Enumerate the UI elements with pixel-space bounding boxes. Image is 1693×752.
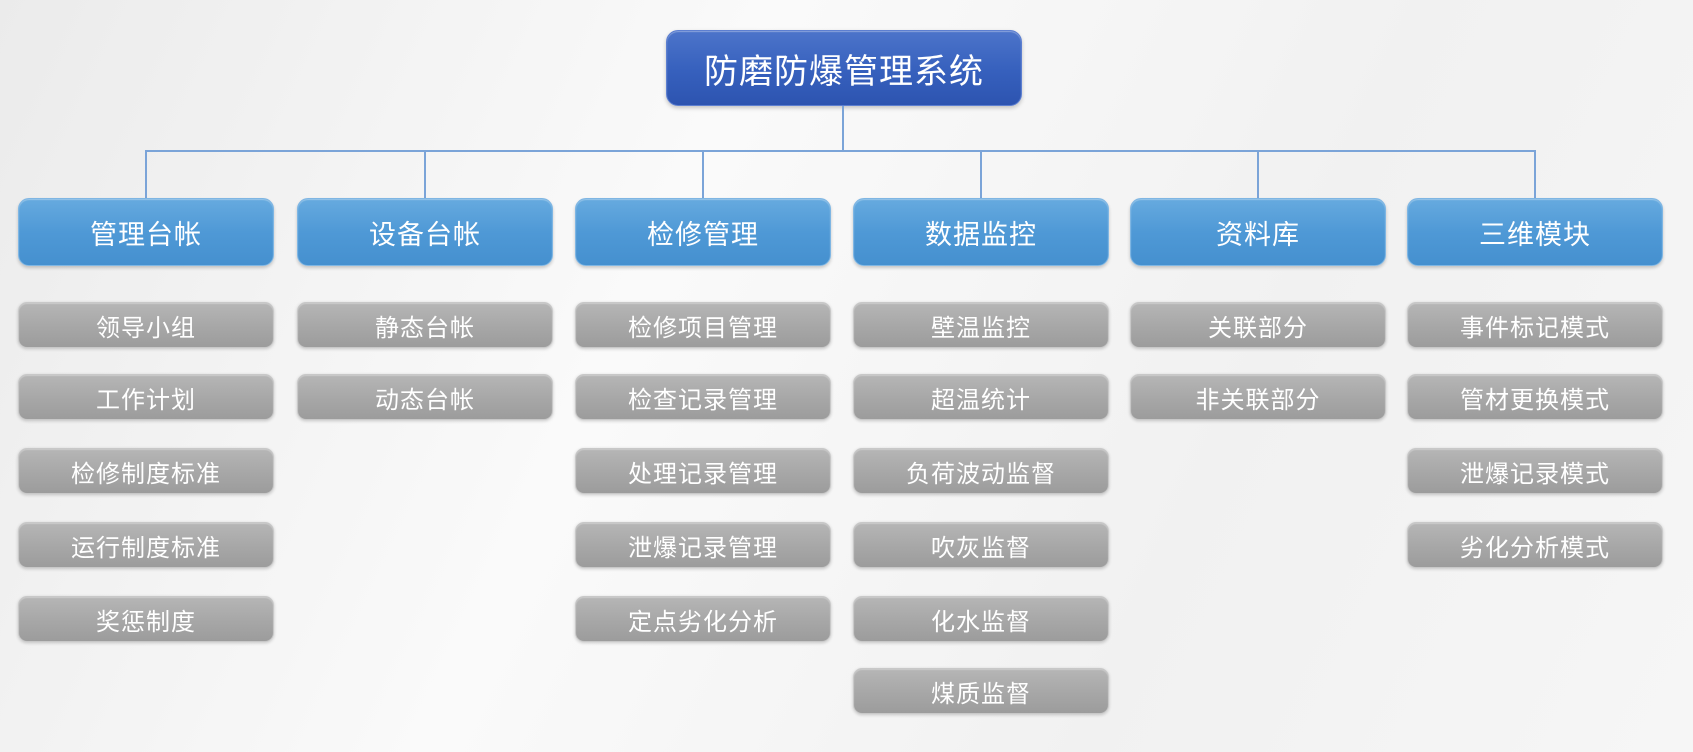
branch-header: 资料库: [1130, 198, 1386, 266]
leaf-item: 事件标记模式: [1407, 302, 1663, 348]
leaf-item: 关联部分: [1130, 302, 1386, 348]
connector-drop: [980, 151, 982, 198]
leaf-item: 运行制度标准: [18, 522, 274, 568]
connector-drop: [145, 151, 147, 198]
connector-drop: [1534, 151, 1536, 198]
connector-drop: [702, 151, 704, 198]
leaf-item: 处理记录管理: [575, 448, 831, 494]
leaf-item: 工作计划: [18, 374, 274, 420]
branch-header: 数据监控: [853, 198, 1109, 266]
connector-drop: [424, 151, 426, 198]
branch-header: 检修管理: [575, 198, 831, 266]
leaf-item: 奖惩制度: [18, 596, 274, 642]
leaf-item: 检修项目管理: [575, 302, 831, 348]
leaf-item: 负荷波动监督: [853, 448, 1109, 494]
leaf-item: 非关联部分: [1130, 374, 1386, 420]
branch-header: 设备台帐: [297, 198, 553, 266]
leaf-item: 劣化分析模式: [1407, 522, 1663, 568]
leaf-item: 定点劣化分析: [575, 596, 831, 642]
leaf-item: 泄爆记录管理: [575, 522, 831, 568]
connector-stem: [842, 106, 844, 151]
leaf-item: 超温统计: [853, 374, 1109, 420]
leaf-item: 动态台帐: [297, 374, 553, 420]
leaf-item: 检修制度标准: [18, 448, 274, 494]
leaf-item: 壁温监控: [853, 302, 1109, 348]
root-node: 防磨防爆管理系统: [666, 30, 1022, 106]
leaf-item: 检查记录管理: [575, 374, 831, 420]
connector-drop: [1257, 151, 1259, 198]
leaf-item: 管材更换模式: [1407, 374, 1663, 420]
leaf-item: 化水监督: [853, 596, 1109, 642]
leaf-item: 吹灰监督: [853, 522, 1109, 568]
leaf-item: 静态台帐: [297, 302, 553, 348]
branch-header: 管理台帐: [18, 198, 274, 266]
leaf-item: 领导小组: [18, 302, 274, 348]
connector-rail: [145, 150, 1536, 152]
leaf-item: 泄爆记录模式: [1407, 448, 1663, 494]
branch-header: 三维模块: [1407, 198, 1663, 266]
leaf-item: 煤质监督: [853, 668, 1109, 714]
